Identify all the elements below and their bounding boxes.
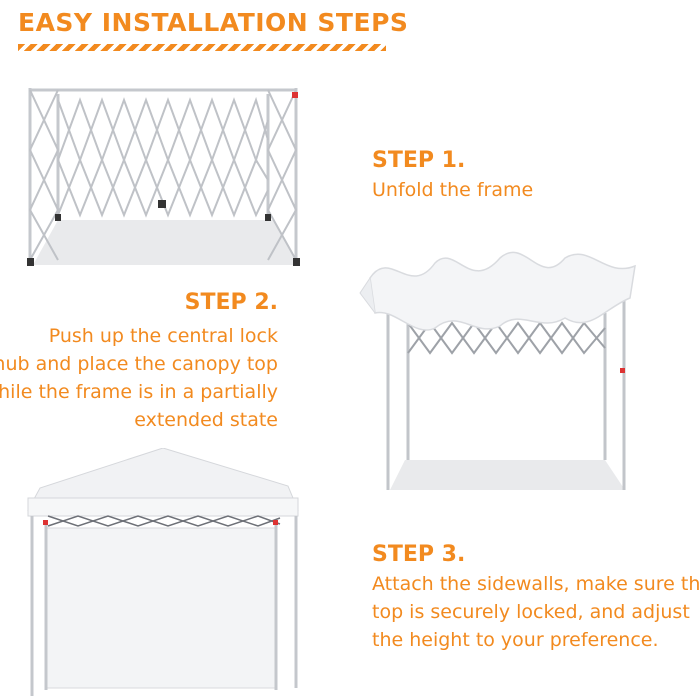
title-underline-stripe: [18, 44, 386, 51]
step-2-text-line: hub and place the canopy top: [0, 353, 278, 375]
canopy-on-frame-image: [359, 251, 636, 490]
step-3-text-line: the height to your preference.: [372, 629, 659, 651]
step-3-text-line: Attach the sidewalls, make sure the: [372, 573, 700, 595]
step-2-text-line: Push up the central lock: [48, 325, 278, 347]
step-2-text: Push up the central lock hub and place t…: [0, 322, 278, 434]
step-2-heading: STEP 2.: [184, 290, 278, 315]
page-title: EASY INSTALLATION STEPS: [18, 8, 409, 37]
step-2-text-line: while the frame is in a partially: [0, 381, 278, 403]
step-1-heading: STEP 1.: [372, 148, 466, 173]
step-2-text-line: extended state: [134, 409, 278, 431]
step-3-heading: STEP 3.: [372, 542, 466, 567]
step-3-text: Attach the sidewalls, make sure the top …: [372, 570, 700, 654]
step-1-text: Unfold the frame: [372, 179, 534, 201]
completed-canopy-image: [27, 448, 299, 696]
step-3-text-line: top is securely locked, and adjust: [372, 601, 690, 623]
unfolded-frame-image: [27, 88, 300, 266]
